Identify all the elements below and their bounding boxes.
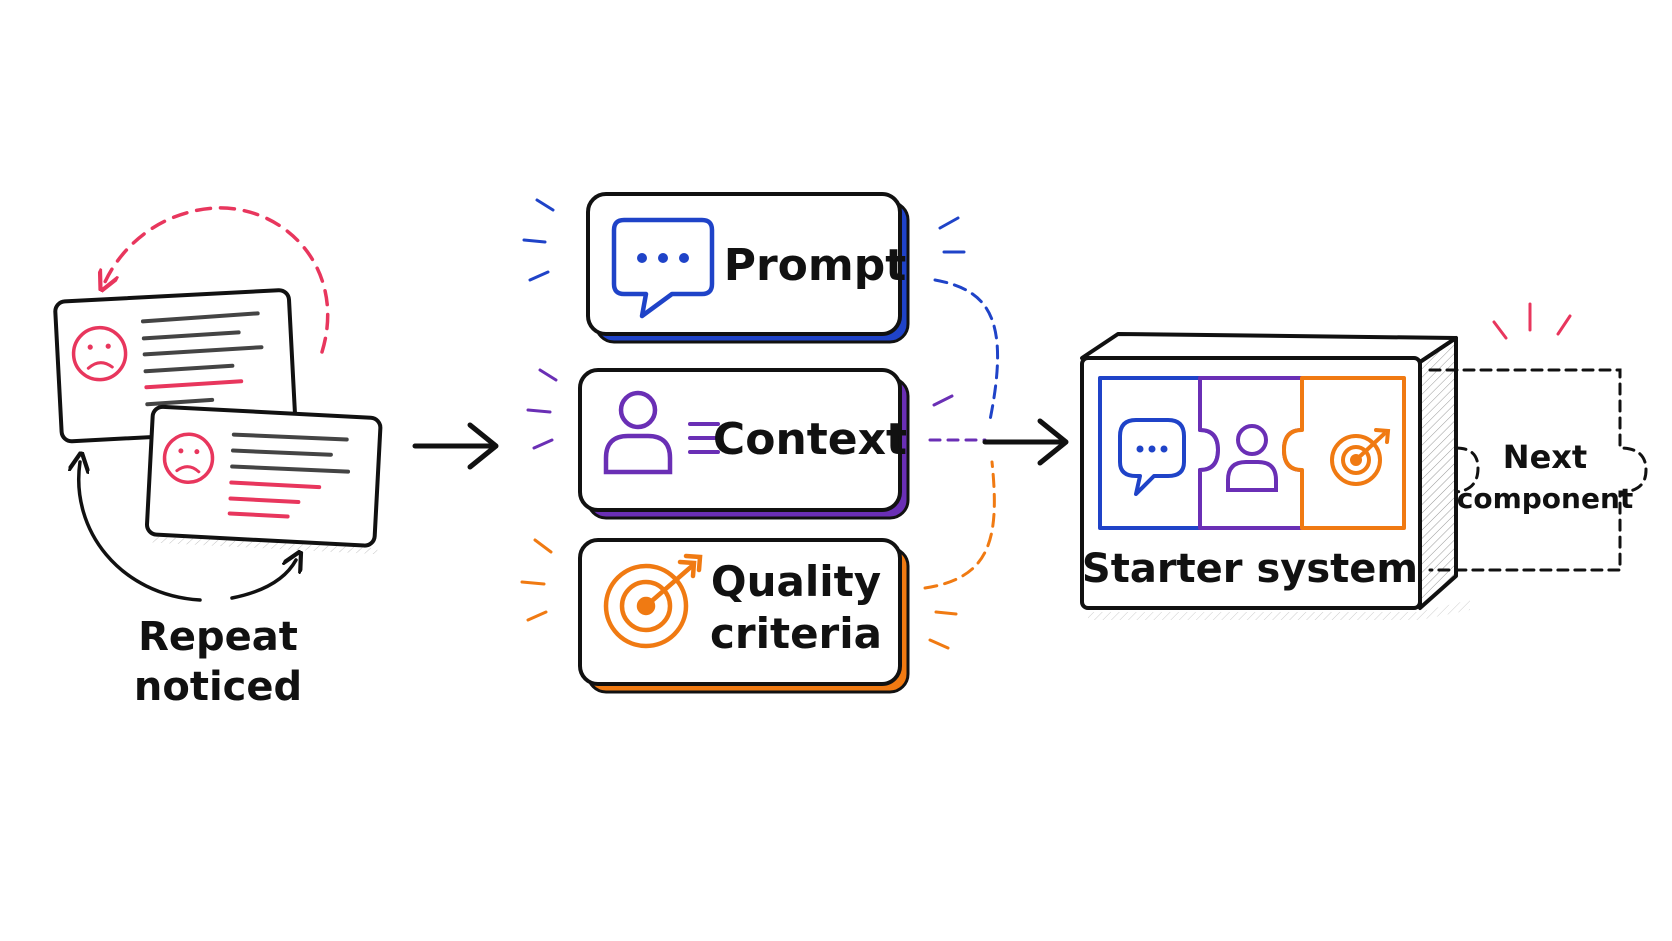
text-lines [140,311,264,407]
next-component-label-line1: Next [1503,438,1587,476]
list-lines-icon [688,422,720,454]
puzzle-piece-target [1282,376,1406,530]
sparkle-lines [522,198,966,282]
starter-system-label: Starter system [1082,546,1418,592]
sparkle-lines [526,368,954,450]
prompt-label: Prompt [724,240,907,291]
repeat-noticed-group: Repeat noticed [53,206,383,710]
error-card-front [144,404,383,555]
flow-arrow-1 [412,422,499,470]
cycle-arrow-left [79,462,202,602]
starter-system-group: Starter system Next component [1080,302,1648,620]
person-icon [1226,424,1278,492]
next-component-outline [1428,368,1648,572]
text-lines [227,432,351,519]
context-label: Context [713,414,907,465]
repeat-noticed-label-line1: Repeat [138,614,298,660]
connector-prompt [933,278,999,422]
chat-bubble-icon [1118,418,1186,496]
sparkle-lines [1492,302,1572,340]
sad-face-icon [162,432,215,484]
cycle-arrow-right [230,560,296,600]
quality-label-line2: criteria [710,609,882,658]
person-icon [603,390,673,475]
target-icon [1330,428,1391,486]
sparkle-lines [520,538,958,650]
repeat-noticed-label-line2: noticed [134,664,302,710]
chat-bubble-icon [611,217,715,319]
error-card-back [53,288,298,444]
quality-criteria-card: Quality criteria [520,538,958,694]
components-stack: Prompt Context [520,192,999,694]
context-card: Context [526,368,954,520]
flow-arrow-2 [982,418,1069,466]
box-side-face [1418,336,1458,610]
target-icon [603,553,703,649]
connector-quality [923,460,996,590]
prompt-card: Prompt [522,192,966,344]
sad-face-icon [71,325,128,382]
next-component-label-line2: component [1457,482,1634,515]
quality-label-line1: Quality [711,557,881,606]
